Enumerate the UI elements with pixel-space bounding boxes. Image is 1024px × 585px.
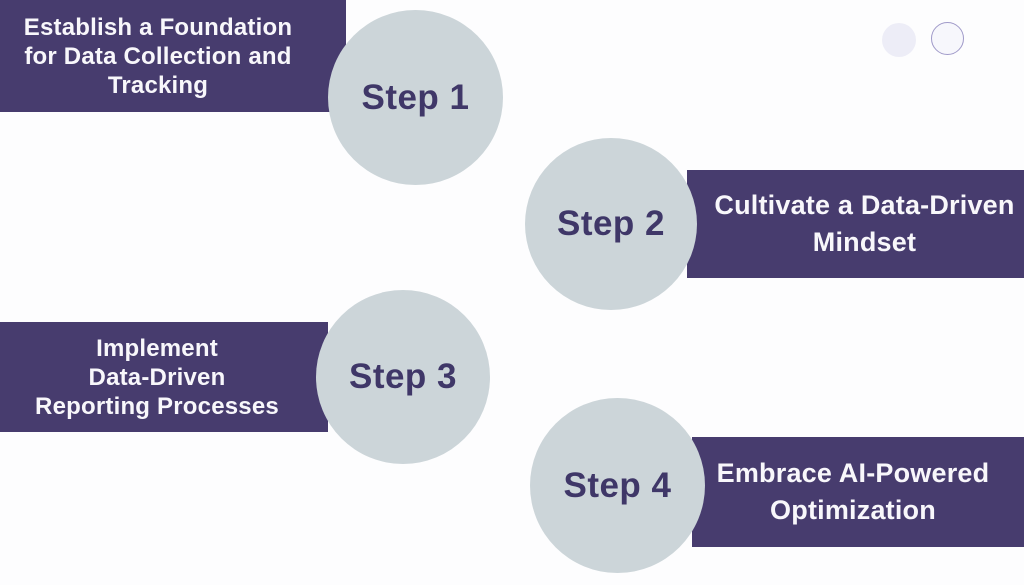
step-4-circle: Step 4 xyxy=(530,398,705,573)
step-3-label: Step 3 xyxy=(348,357,458,396)
step-1-label: Step 1 xyxy=(361,77,470,117)
step-1-title: Establish a Foundation for Data Collecti… xyxy=(23,13,293,99)
step-1-banner: Establish a Foundation for Data Collecti… xyxy=(0,0,346,112)
step-2-banner: Cultivate a Data-Driven Mindset xyxy=(687,170,1024,278)
step-4-banner: Embrace AI-Powered Optimization xyxy=(692,437,1024,547)
step-4-title: Embrace AI-Powered Optimization xyxy=(716,458,990,525)
decor-filled-dot-icon xyxy=(882,23,916,57)
step-2-circle: Step 2 xyxy=(525,138,697,310)
step-1-circle: Step 1 xyxy=(328,10,503,185)
step-3-title: Implement Data-Driven Reporting Processe… xyxy=(35,334,279,420)
step-4-label: Step 4 xyxy=(563,465,672,505)
step-2-title: Cultivate a Data-Driven Mindset xyxy=(714,190,1015,257)
step-3-circle: Step 3 xyxy=(316,290,490,464)
step-2-label: Step 2 xyxy=(556,204,666,243)
decor-outlined-dot-icon xyxy=(931,22,964,55)
step-3-banner: Implement Data-Driven Reporting Processe… xyxy=(0,322,328,432)
